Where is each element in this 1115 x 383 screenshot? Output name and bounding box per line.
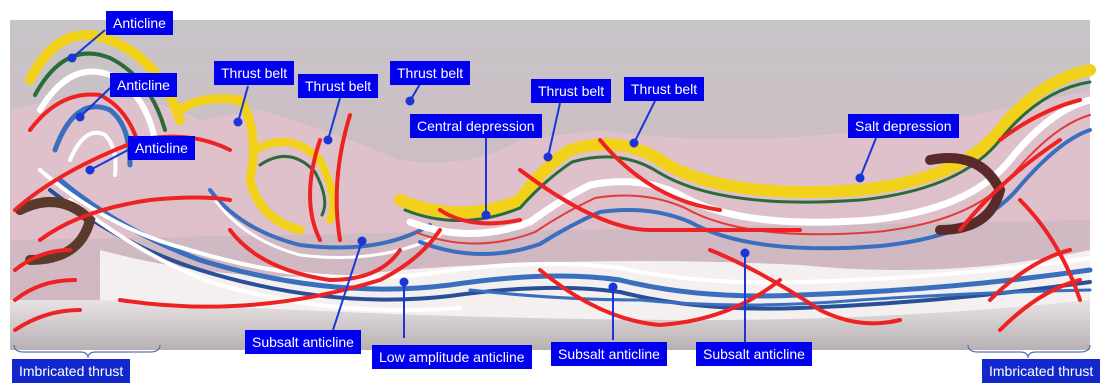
leader-dot: [742, 250, 749, 257]
imbricated-thrust-label-left: Imbricated thrust: [12, 359, 130, 383]
salt-depression-label: Salt depression: [848, 114, 959, 138]
leader-dot: [610, 284, 617, 291]
thrust-belt-label: Thrust belt: [390, 61, 470, 85]
leader-dot: [631, 140, 638, 147]
leader-dot: [545, 154, 552, 161]
subsalt-anticline-label: Subsalt anticline: [696, 342, 812, 366]
imbricated-thrust-label-right: Imbricated thrust: [982, 359, 1100, 383]
thrust-belt-label: Thrust belt: [298, 74, 378, 98]
thrust-belt-label: Thrust belt: [214, 61, 294, 85]
leader-dot: [359, 238, 366, 245]
anticline-label: Anticline: [106, 11, 173, 35]
central-depression-label: Central depression: [410, 114, 542, 138]
subsalt-anticline-label: Subsalt anticline: [551, 342, 667, 366]
leader-dot: [77, 114, 84, 121]
anticline-label: Anticline: [128, 136, 195, 160]
leader-dot: [69, 55, 76, 62]
subsalt-anticline-label: Subsalt anticline: [245, 330, 361, 354]
leader-dot: [401, 279, 408, 286]
anticline-label: Anticline: [110, 73, 177, 97]
leader-dot: [87, 167, 94, 174]
leader-dot: [483, 212, 490, 219]
thrust-belt-label: Thrust belt: [624, 77, 704, 101]
leader-dot: [235, 119, 242, 126]
leader-dot: [407, 98, 414, 105]
thrust-belt-label: Thrust belt: [531, 79, 611, 103]
low-amplitude-anticline-label: Low amplitude anticline: [372, 345, 532, 369]
leader-dot: [325, 137, 332, 144]
leader-dot: [857, 175, 864, 182]
